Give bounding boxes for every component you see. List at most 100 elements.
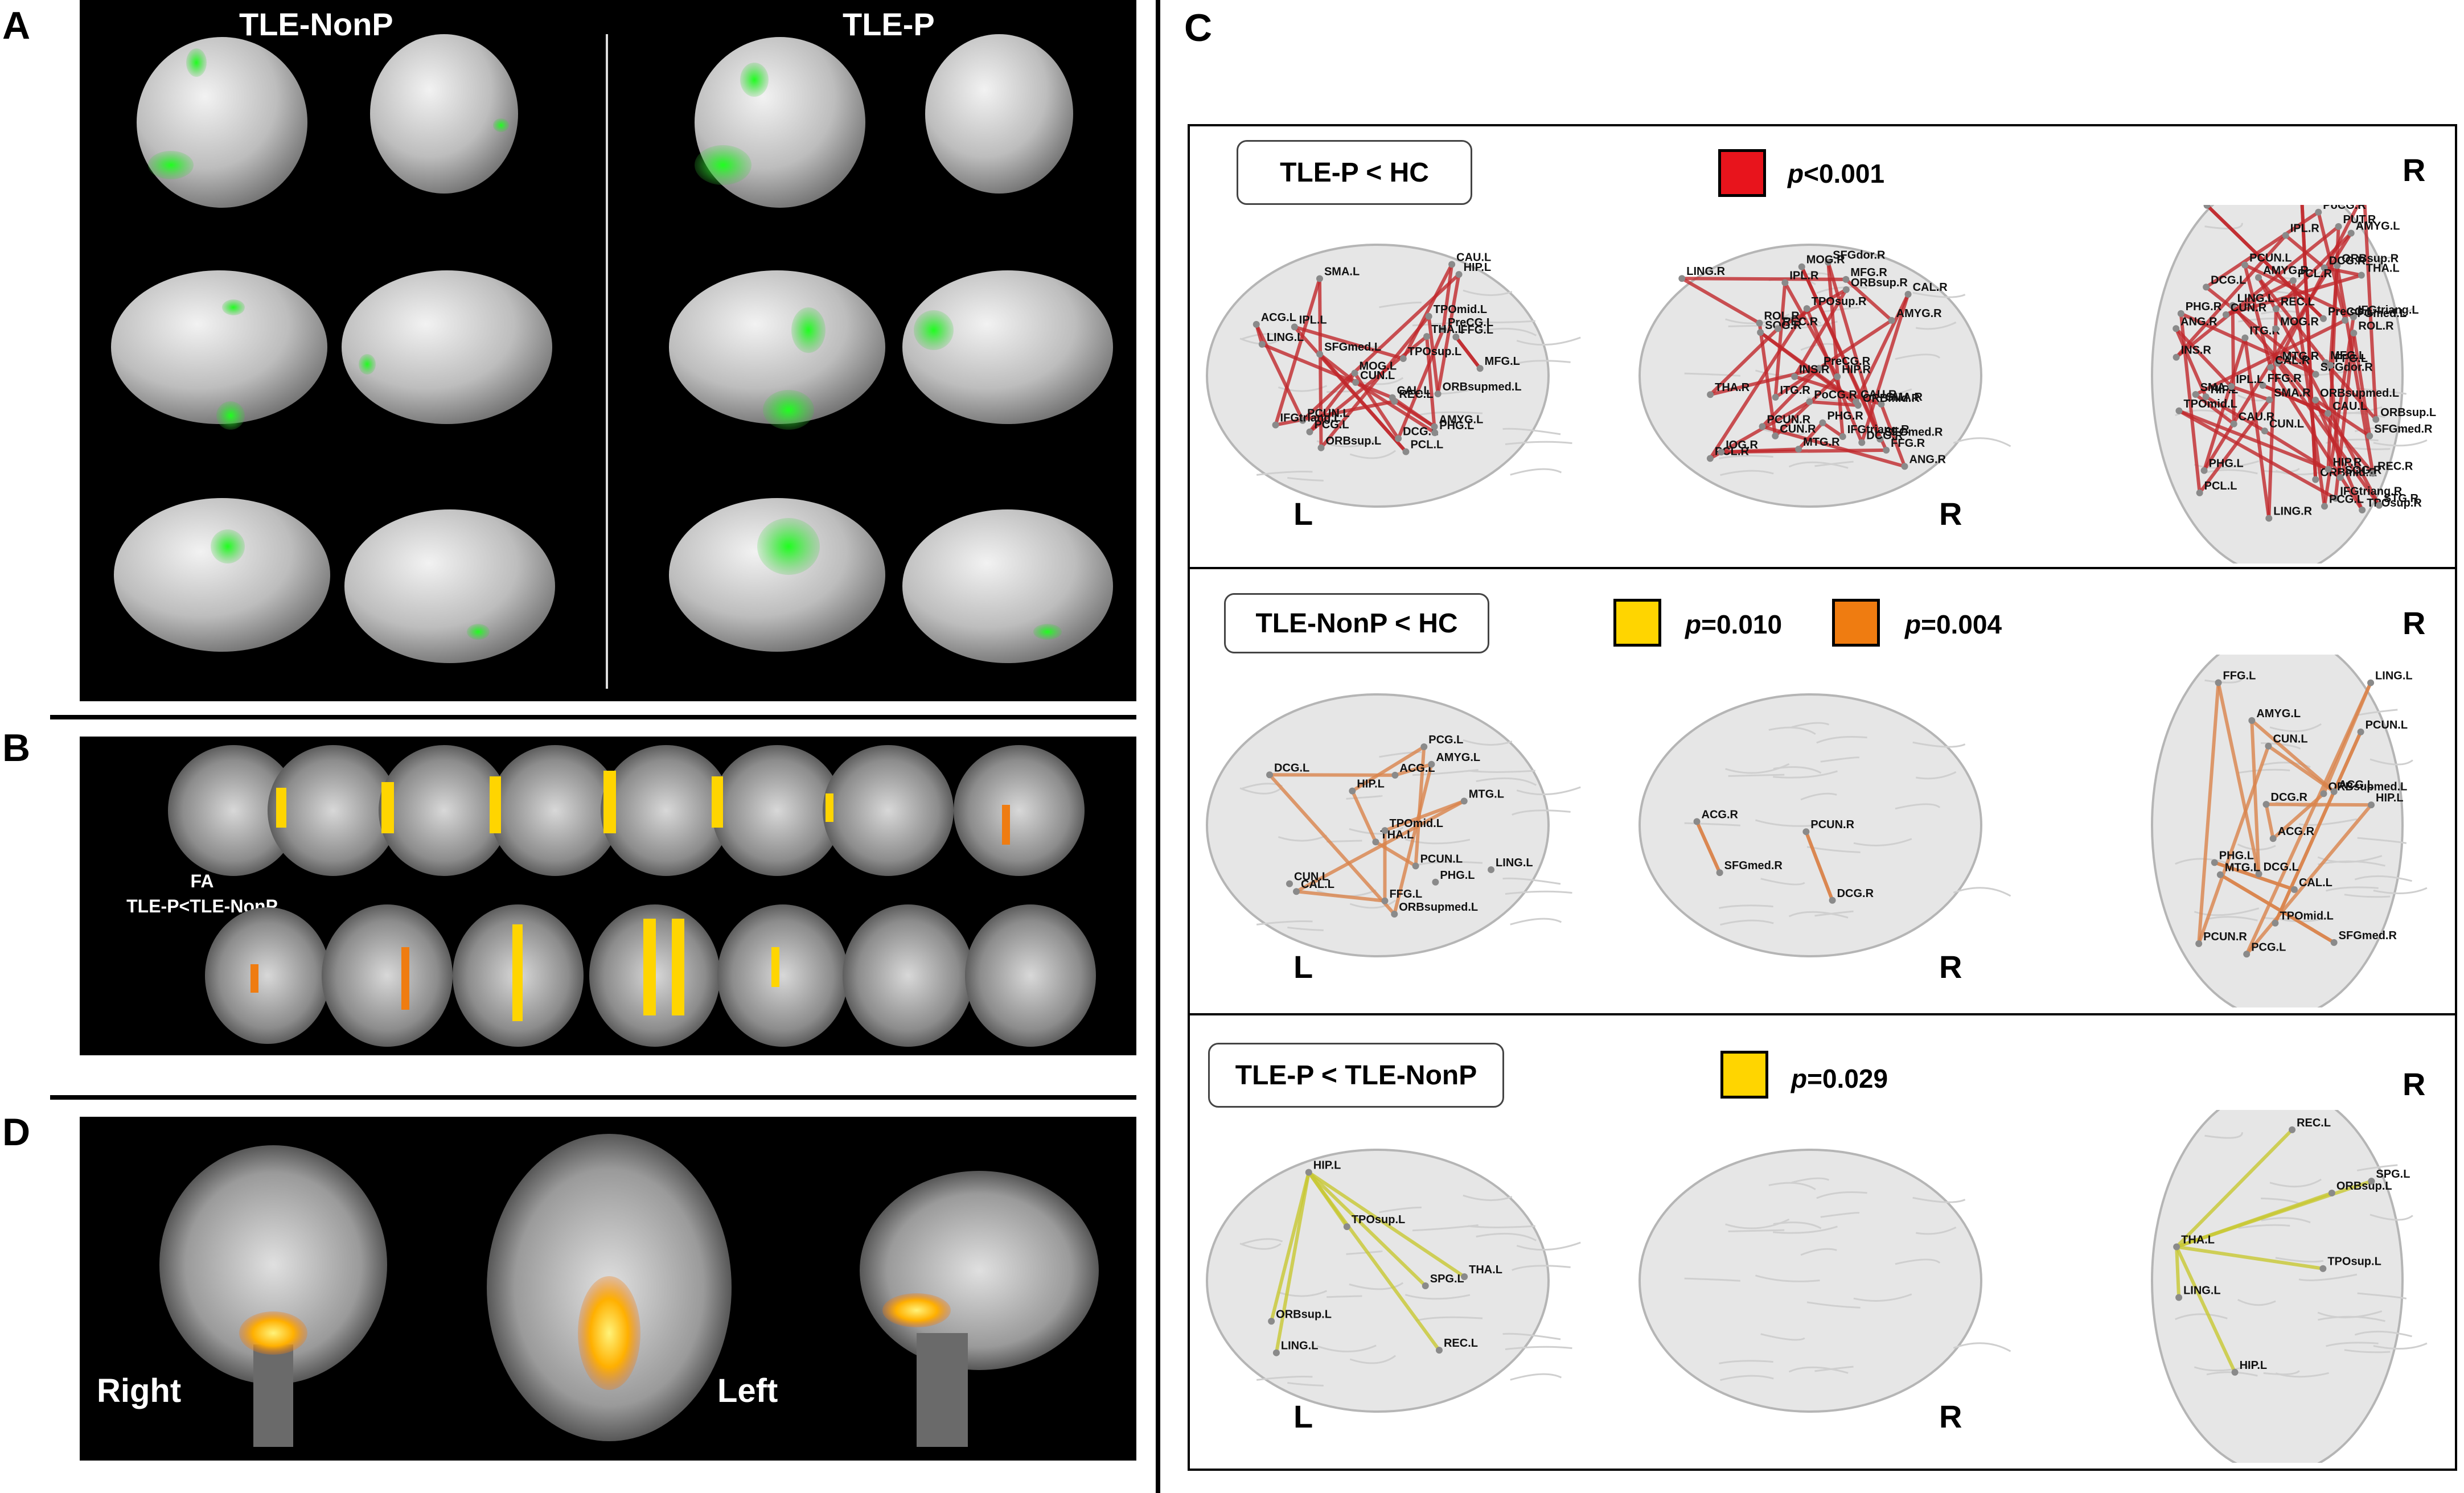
left-brain-node-label: TPOmid.L (1434, 303, 1487, 316)
top-brain-edge (2324, 266, 2362, 277)
top-brain-node (2332, 495, 2339, 502)
right-brain-node-label: LING.R (1686, 265, 1725, 278)
top-brain-edge (2324, 361, 2377, 421)
left-brain-node-label: THA.L (1380, 829, 1414, 841)
left-brain-node (1317, 444, 1325, 451)
left-brain-edge (1308, 1171, 1465, 1278)
top-brain-node-label: LING.R (2273, 505, 2312, 518)
row-2-pvalue-orange: p=0.004 (1905, 610, 2002, 639)
left-brain-node (1286, 880, 1293, 887)
right-brain-node-label: SFGdor.R (1833, 249, 1886, 262)
left-brain-node (1431, 429, 1439, 437)
right-brain-edge (1804, 831, 1834, 901)
top-brain-node-label: PCL.L (2204, 480, 2237, 492)
panel-a-separator (606, 34, 608, 689)
top-brain-node (2272, 325, 2280, 332)
right-brain-node-label: SMA.R (1886, 391, 1923, 404)
right-brain-node (1901, 463, 1908, 470)
right-brain-node (1825, 258, 1832, 266)
top-brain-node (2289, 277, 2297, 285)
top-brain-node-label: SMA.R (2274, 386, 2311, 399)
top-brain-edge (2231, 305, 2236, 424)
left-brain-node-label: MOG.L (1360, 360, 1397, 373)
top-brain-edge (2245, 804, 2373, 956)
top-brain-node (2282, 232, 2289, 239)
top-brain-node (2367, 679, 2375, 686)
top-brain-node-label: HIP.L (2240, 1359, 2268, 1372)
left-brain-node (1435, 1347, 1443, 1354)
row-2-side-top-right: R (2403, 605, 2426, 641)
top-brain-edge (2205, 211, 2319, 289)
left-brain-node-label: THA.L (1431, 323, 1465, 336)
top-brain-edge (2175, 225, 2340, 359)
top-brain-node (2347, 229, 2355, 237)
left-brain-node (1316, 351, 1324, 358)
top-brain-node (2203, 205, 2211, 209)
top-brain-node-label: DCG.R (2329, 254, 2366, 267)
left-brain-node (1455, 271, 1463, 278)
right-brain-node-label: THA.R (1715, 381, 1750, 394)
top-brain-node-label: CAL.L (2299, 877, 2332, 889)
right-brain-edge (1709, 400, 1810, 460)
right-brain-node (1759, 423, 1766, 430)
left-brain-node-label: ORBsupmed.L (1443, 381, 1522, 393)
top-brain-node-label: SFGmed.R (2339, 929, 2397, 942)
top-brain-edge (2176, 1245, 2323, 1270)
right-brain-node (1842, 286, 1850, 293)
panel-a-title-nonp: TLE-NonP (239, 6, 393, 42)
left-brain-edge (1425, 336, 1437, 433)
top-brain-node-label: SMA.L (2200, 381, 2236, 394)
top-brain-node-label: MFG.L (2330, 349, 2366, 362)
top-brain-node (2366, 432, 2373, 439)
right-brain-edge (1681, 277, 1760, 325)
right-brain-edge (1761, 425, 1906, 468)
right-brain-edge (1845, 278, 1893, 322)
p-front-brain (695, 37, 865, 208)
left-brain-node (1476, 365, 1484, 372)
top-brain-node-label: CUN.L (2269, 418, 2304, 430)
left-brain-edge (1296, 890, 1385, 903)
top-brain-node-label: AMYG.L (2356, 220, 2400, 233)
top-brain-edge (2180, 312, 2317, 376)
top-brain-edge (2231, 304, 2375, 475)
top-brain-node (2216, 871, 2224, 878)
left-brain-edge (1255, 323, 1304, 421)
right-brain-node (1819, 419, 1826, 426)
top-brain-node-label: SPG.L (2376, 1168, 2410, 1181)
top-brain-edge (2266, 803, 2372, 807)
top-brain-edge (2205, 395, 2266, 433)
right-brain-node (1876, 435, 1884, 443)
top-brain-node-label: REC.L (2297, 1117, 2331, 1129)
right-brain-node-label: ORBmid.R (1863, 392, 1920, 405)
top-brain-node-label: HIP.R (2333, 456, 2362, 468)
top-brain-node (2290, 886, 2298, 893)
left-brain-edge (1393, 764, 1434, 915)
left-lateral-brain (1206, 693, 1581, 957)
left-brain-node (1252, 320, 1260, 328)
top-brain-node (2312, 476, 2319, 483)
top-brain-node (2195, 940, 2203, 947)
right-brain-node-label: AMYG.R (1896, 307, 1943, 320)
right-brain-node (1888, 316, 1895, 324)
top-brain-node-label: PHG.L (2209, 458, 2244, 470)
right-brain-node-label: FFG.R (1891, 437, 1925, 450)
nonp-back-brain (370, 34, 518, 194)
top-brain-node (2241, 334, 2249, 342)
right-brain-node-label: ROL.R (1764, 310, 1800, 323)
top-brain-node (2261, 427, 2268, 435)
left-brain-edge (1307, 1171, 1441, 1351)
top-brain-node-label: PoCG.R (2323, 205, 2366, 212)
top-brain-edge (2176, 1179, 2372, 1249)
left-brain-node (1460, 797, 1468, 805)
top-brain-node (2375, 501, 2383, 509)
right-brain-node (1718, 449, 1725, 456)
top-brain-edge (2194, 393, 2235, 426)
left-brain-node-label: TPOmid.L (1390, 817, 1443, 830)
top-brain-node (2330, 788, 2338, 795)
right-brain-node-label: IFGtriang.R (1847, 423, 1909, 436)
left-brain-node (1268, 1318, 1275, 1325)
left-brain-node-label: ORBsupmed.L (1399, 901, 1478, 914)
row-3-side-left: L (1293, 1399, 1313, 1434)
top-brain-node (2272, 919, 2279, 927)
